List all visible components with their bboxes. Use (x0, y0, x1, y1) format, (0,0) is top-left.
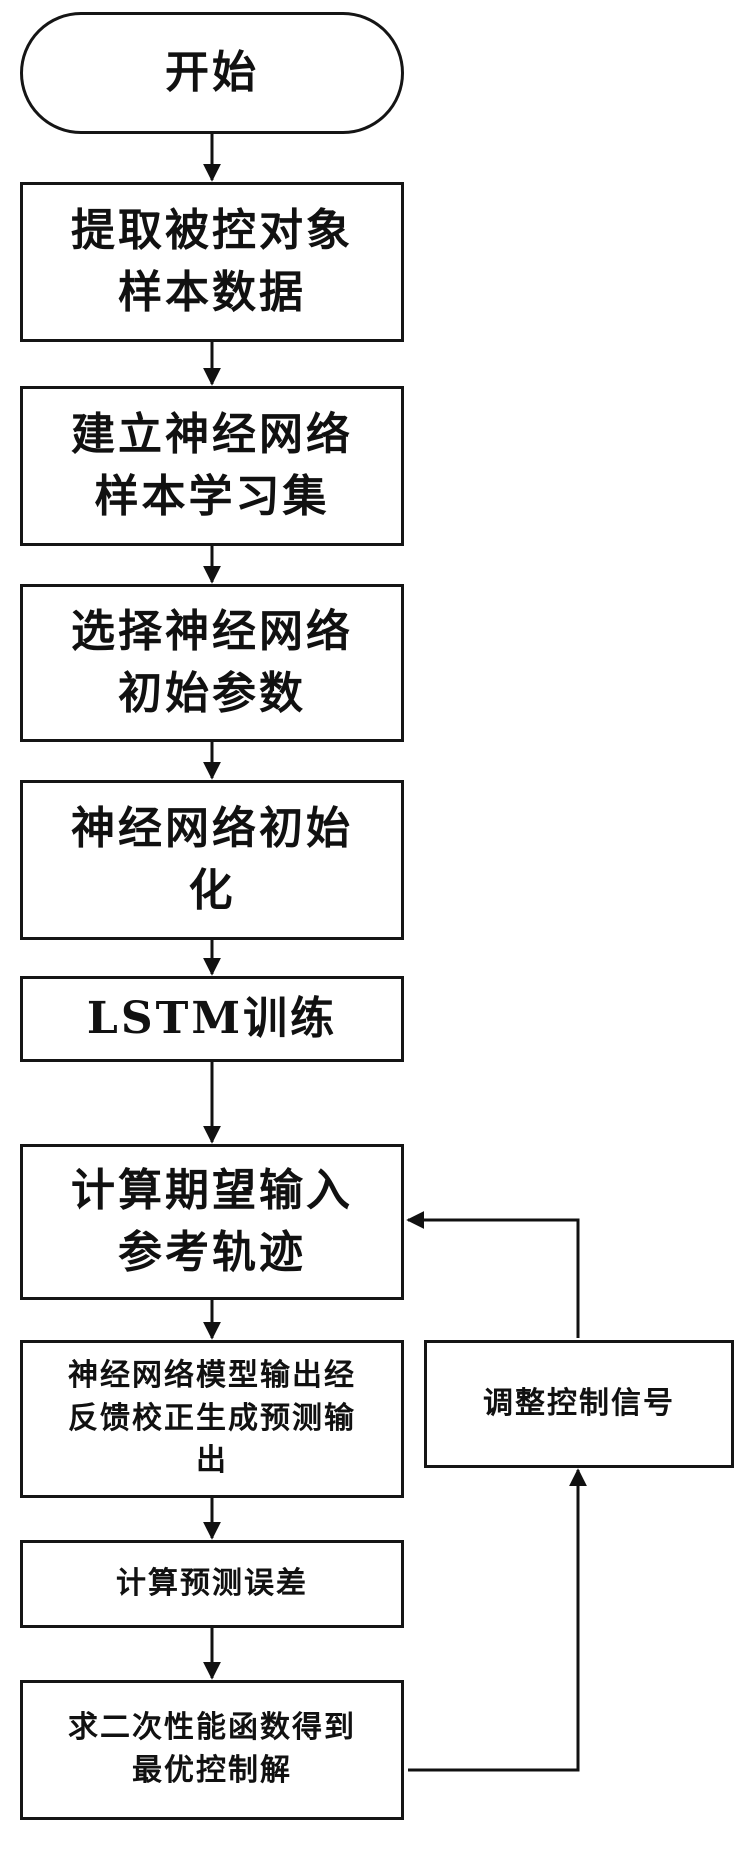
step-select-initial-params: 选择神经网络 初始参数 (20, 584, 404, 742)
step-extract-samples: 提取被控对象 样本数据 (20, 182, 404, 342)
step-network-init: 神经网络初始 化 (20, 780, 404, 940)
step-reference-trajectory: 计算期望输入 参考轨迹 (20, 1144, 404, 1300)
step-prediction-output: 神经网络模型输出经 反馈校正生成预测输 出 (20, 1340, 404, 1498)
step-prediction-error: 计算预测误差 (20, 1540, 404, 1628)
arrow-step9-feedback (408, 1468, 587, 1772)
step-build-learning-set: 建立神经网络 样本学习集 (20, 386, 404, 546)
step-optimal-control: 求二次性能函数得到 最优控制解 (20, 1680, 404, 1820)
step-lstm-training: LSTM训练 (20, 976, 404, 1062)
start-node: 开始 (20, 12, 404, 134)
arrow-feedback-step6 (406, 1211, 580, 1338)
feedback-adjust-control: 调整控制信号 (424, 1340, 734, 1468)
